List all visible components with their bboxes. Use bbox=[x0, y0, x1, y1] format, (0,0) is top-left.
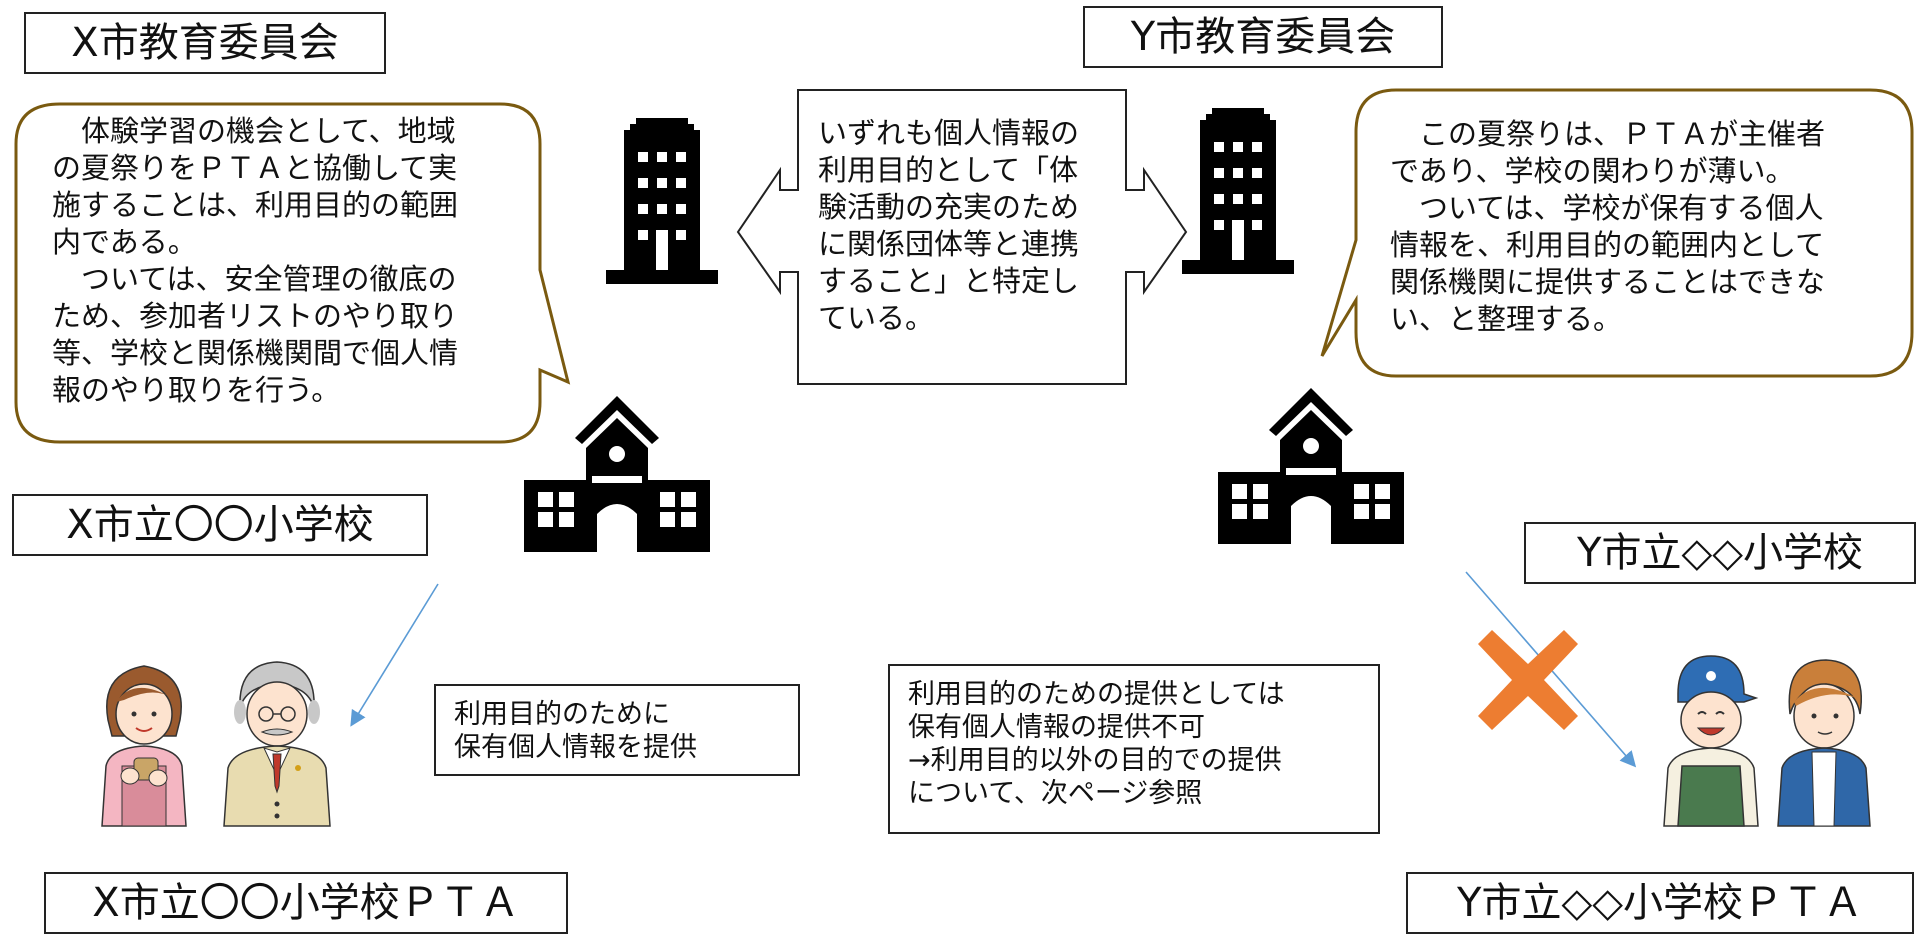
x-school-label: X市立〇〇小学校 bbox=[12, 494, 428, 556]
cross-mark-icon bbox=[1478, 630, 1578, 730]
x-provide-note: 利用目的のために 保有個人情報を提供 bbox=[434, 684, 800, 776]
elderly-man-icon bbox=[223, 661, 331, 827]
cap-worker-icon bbox=[1663, 655, 1759, 827]
y-bubble-text: この夏祭りは、ＰＴＡが主催者 であり、学校の関わりが薄い。 ついては、学校が保有… bbox=[1390, 117, 1826, 336]
young-man-icon bbox=[1777, 659, 1871, 827]
x-pta-label: X市立〇〇小学校ＰＴＡ bbox=[44, 872, 568, 934]
office-building-icon bbox=[606, 118, 718, 284]
school-building-icon bbox=[1218, 388, 1404, 544]
teacher-person-icon bbox=[101, 665, 187, 827]
y-school-label: Y市立◇◇小学校 bbox=[1524, 522, 1916, 584]
office-building-icon bbox=[1182, 108, 1294, 274]
x-bubble-text: 体験学習の機会として、地域 の夏祭りをＰＴＡと協働して実 施することは、利用目的… bbox=[52, 114, 459, 407]
y-pta-label: Y市立◇◇小学校ＰＴＡ bbox=[1406, 872, 1914, 934]
y-provide-note: 利用目的のための提供としては 保有個人情報の提供不可 →利用目的以外の目的での提… bbox=[888, 664, 1380, 834]
school-building-icon bbox=[524, 396, 710, 552]
center-shared-text: いずれも個人情報の 利用目的として「体 験活動の充実のため に関係団体等と連携 … bbox=[818, 116, 1080, 335]
x-board-label: X市教育委員会 bbox=[24, 12, 386, 74]
y-board-label: Y市教育委員会 bbox=[1083, 6, 1443, 68]
